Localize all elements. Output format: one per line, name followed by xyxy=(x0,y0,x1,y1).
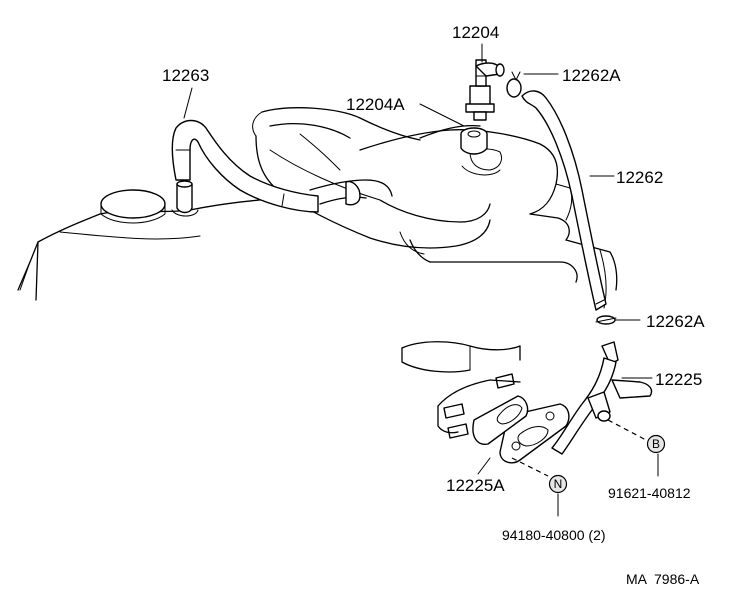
hose-clamp-12262A-top xyxy=(506,71,522,98)
bolt-marker-letter: B xyxy=(652,437,660,451)
fastener-dashed-lines xyxy=(511,419,647,477)
nut-marker: N xyxy=(548,474,568,494)
label-12263: 12263 xyxy=(162,66,209,85)
figure-code: MA 7986-A xyxy=(626,571,700,587)
label-12204: 12204 xyxy=(452,23,499,42)
ventilation-pipe-12225 xyxy=(551,341,653,455)
bolt-marker: B xyxy=(646,434,666,454)
gasket-12225A xyxy=(437,373,570,464)
label-12225: 12225 xyxy=(655,370,702,389)
hose-12263 xyxy=(171,119,319,213)
label-12262: 12262 xyxy=(616,168,663,187)
engine-outline xyxy=(17,107,618,373)
label-12262A-top: 12262A xyxy=(562,66,621,85)
label-12204A: 12204A xyxy=(346,95,405,114)
hose-clamp-12262A-mid xyxy=(595,315,617,325)
leader-lines xyxy=(183,43,659,517)
nut-marker-letter: N xyxy=(554,477,563,491)
bolt-part-number: 91621-40812 xyxy=(608,485,691,501)
pcv-valve-12204 xyxy=(465,59,505,121)
label-12262A-mid: 12262A xyxy=(646,312,705,331)
grommet-12204A xyxy=(460,127,488,155)
hose-12262 xyxy=(521,90,607,311)
nut-part-number: 94180-40800 (2) xyxy=(502,527,606,543)
label-12225A: 12225A xyxy=(446,476,505,495)
